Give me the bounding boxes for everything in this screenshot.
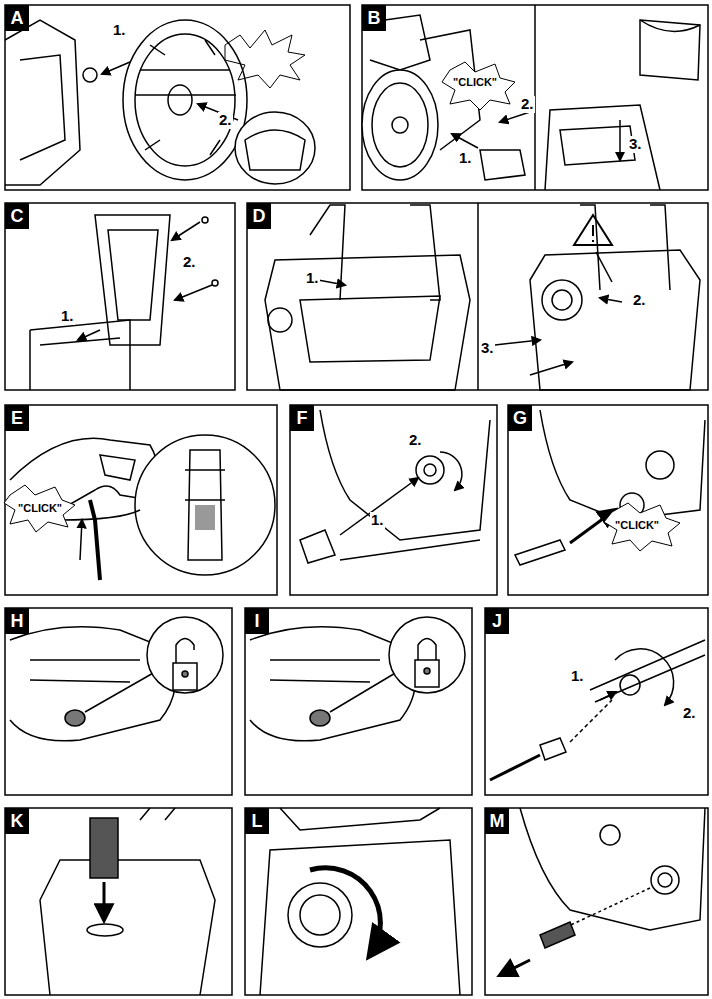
panel-letter-text: E xyxy=(11,408,23,428)
click-callout: "CLICK" xyxy=(452,76,498,88)
panel-letter-text: F xyxy=(297,408,308,428)
panel-letter: B xyxy=(362,5,386,31)
step-number: 2. xyxy=(520,96,535,113)
step-number: 1. xyxy=(112,22,127,39)
panel-letter: D xyxy=(247,203,271,229)
panel-letter: M xyxy=(485,808,509,834)
panel-letter: F xyxy=(290,405,314,431)
step-number: 2. xyxy=(682,705,697,722)
panel-letter-text: I xyxy=(254,611,259,631)
panel-letter: J xyxy=(485,608,509,634)
panel-letter: H xyxy=(5,608,29,634)
panel-letter-text: K xyxy=(11,811,24,831)
panel-letter: L xyxy=(245,808,269,834)
step-number: 3. xyxy=(480,340,495,357)
panel-letter: E xyxy=(5,405,29,431)
panel-letter: K xyxy=(5,808,29,834)
panel-letter: G xyxy=(508,405,532,431)
step-number: 2. xyxy=(632,292,647,309)
step-number: 1. xyxy=(370,512,385,529)
panel-letter-text: M xyxy=(490,811,505,831)
step-number: 2. xyxy=(408,432,423,449)
panel-letter: A xyxy=(5,5,29,31)
step-number: 1. xyxy=(305,270,320,287)
panel-letter-text: C xyxy=(11,206,24,226)
panel-letter-text: J xyxy=(492,611,502,631)
panel-letter-text: B xyxy=(368,8,381,28)
panel-letter-text: L xyxy=(252,811,263,831)
panel-letter-text: H xyxy=(11,611,24,631)
click-callout: "CLICK" xyxy=(17,502,63,514)
step-number: 1. xyxy=(60,308,75,325)
panel-letter-text: D xyxy=(253,206,266,226)
panel-letter-text: A xyxy=(11,8,24,28)
step-number: 2. xyxy=(218,112,233,129)
step-number: 1. xyxy=(570,668,585,685)
step-number: 2. xyxy=(182,254,197,271)
panel-letter-text: G xyxy=(513,408,527,428)
click-callout: "CLICK" xyxy=(614,519,660,531)
step-number: 1. xyxy=(458,150,473,167)
step-number: 3. xyxy=(628,136,643,153)
panel-letter: I xyxy=(245,608,269,634)
panel-letter: C xyxy=(5,203,29,229)
